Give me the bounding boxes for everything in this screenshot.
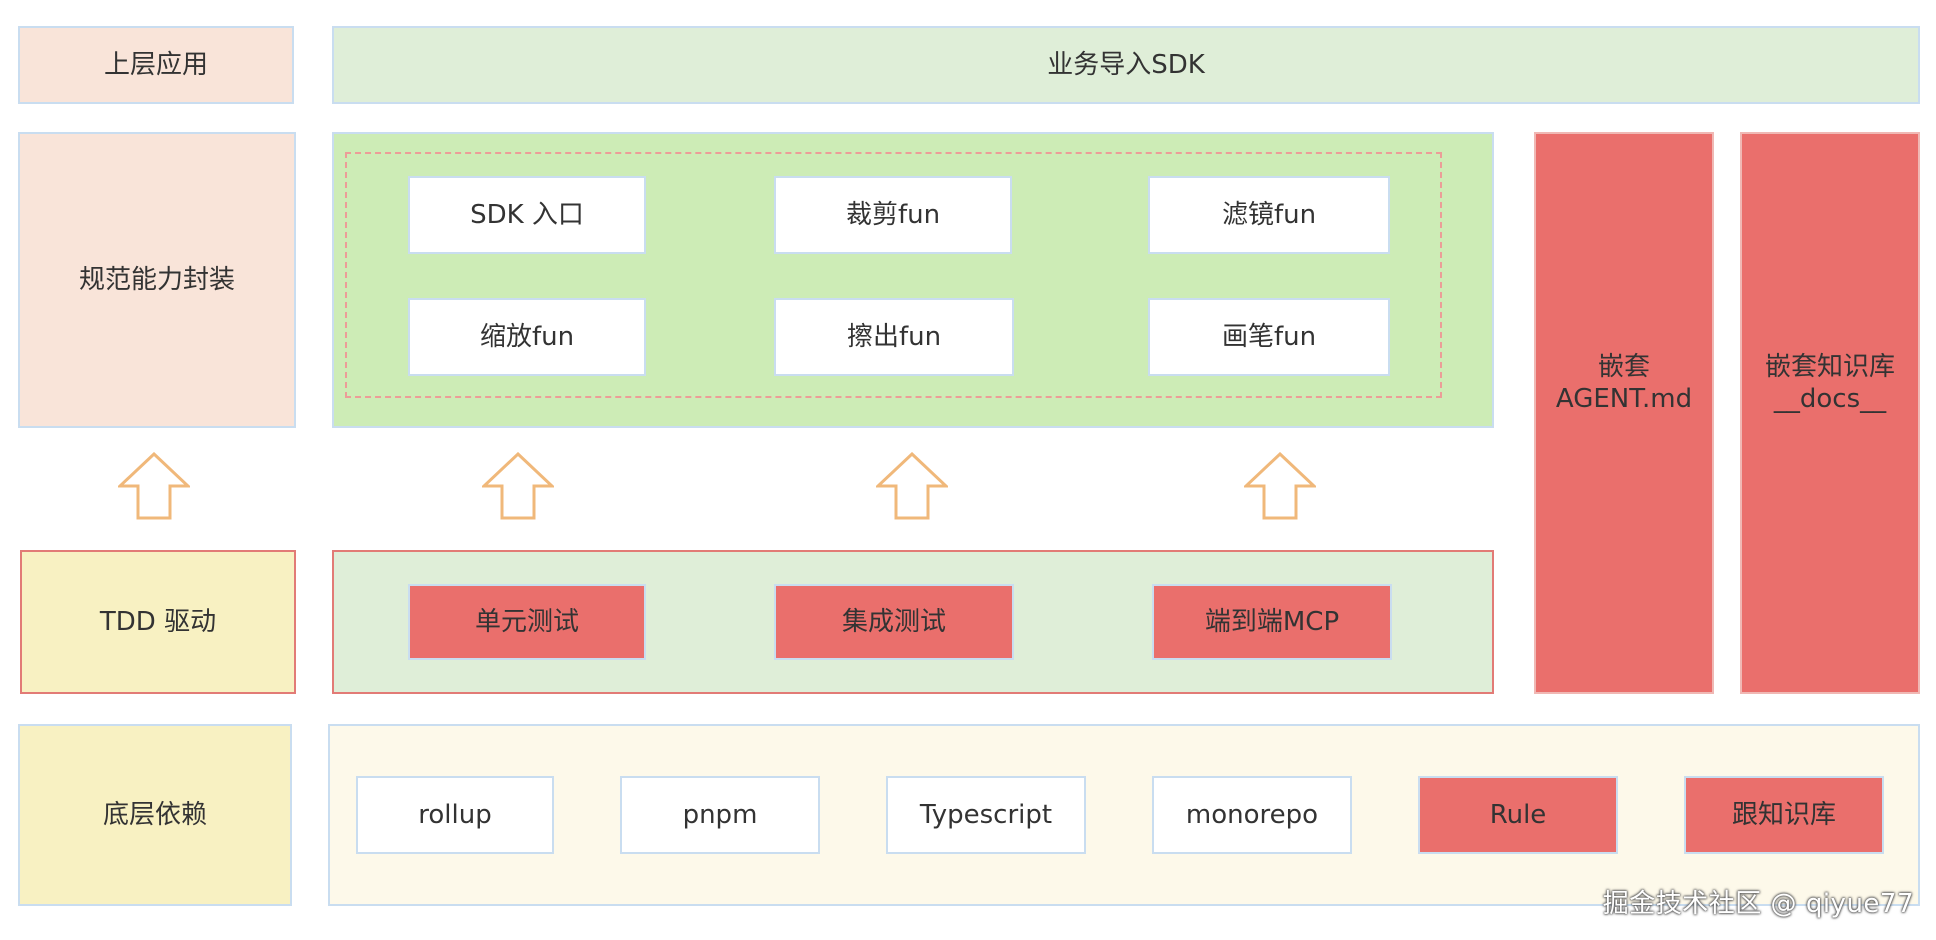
dep-box: pnpm bbox=[620, 776, 820, 854]
up-arrow-icon bbox=[482, 452, 554, 520]
dep-box: rollup bbox=[356, 776, 554, 854]
layer-top-app: 上层应用 bbox=[18, 26, 294, 104]
function-group-outline bbox=[345, 152, 1442, 398]
agent-md-column: 嵌套 AGENT.md bbox=[1534, 132, 1714, 694]
dep-box: 跟知识库 bbox=[1684, 776, 1884, 854]
up-arrow-icon bbox=[1244, 452, 1316, 520]
deps-area bbox=[328, 724, 1920, 906]
function-box: 滤镜fun bbox=[1148, 176, 1390, 254]
test-box: 单元测试 bbox=[408, 584, 646, 660]
dep-box: monorepo bbox=[1152, 776, 1352, 854]
docs-knowledge-column: 嵌套知识库 __docs__ bbox=[1740, 132, 1920, 694]
business-sdk-bar: 业务导入SDK bbox=[332, 26, 1920, 104]
function-box: 擦出fun bbox=[774, 298, 1014, 376]
up-arrow-icon bbox=[118, 452, 190, 520]
function-box: 画笔fun bbox=[1148, 298, 1390, 376]
function-box: 缩放fun bbox=[408, 298, 646, 376]
dep-box: Typescript bbox=[886, 776, 1086, 854]
layer-base-deps: 底层依赖 bbox=[18, 724, 292, 906]
layer-tdd: TDD 驱动 bbox=[20, 550, 296, 694]
dep-box: Rule bbox=[1418, 776, 1618, 854]
function-box: 裁剪fun bbox=[774, 176, 1012, 254]
layer-spec-wrap: 规范能力封装 bbox=[18, 132, 296, 428]
up-arrow-icon bbox=[876, 452, 948, 520]
test-box: 集成测试 bbox=[774, 584, 1014, 660]
watermark: 掘金技术社区 @ qiyue77 bbox=[1602, 889, 1914, 919]
function-box: SDK 入口 bbox=[408, 176, 646, 254]
test-box: 端到端MCP bbox=[1152, 584, 1392, 660]
